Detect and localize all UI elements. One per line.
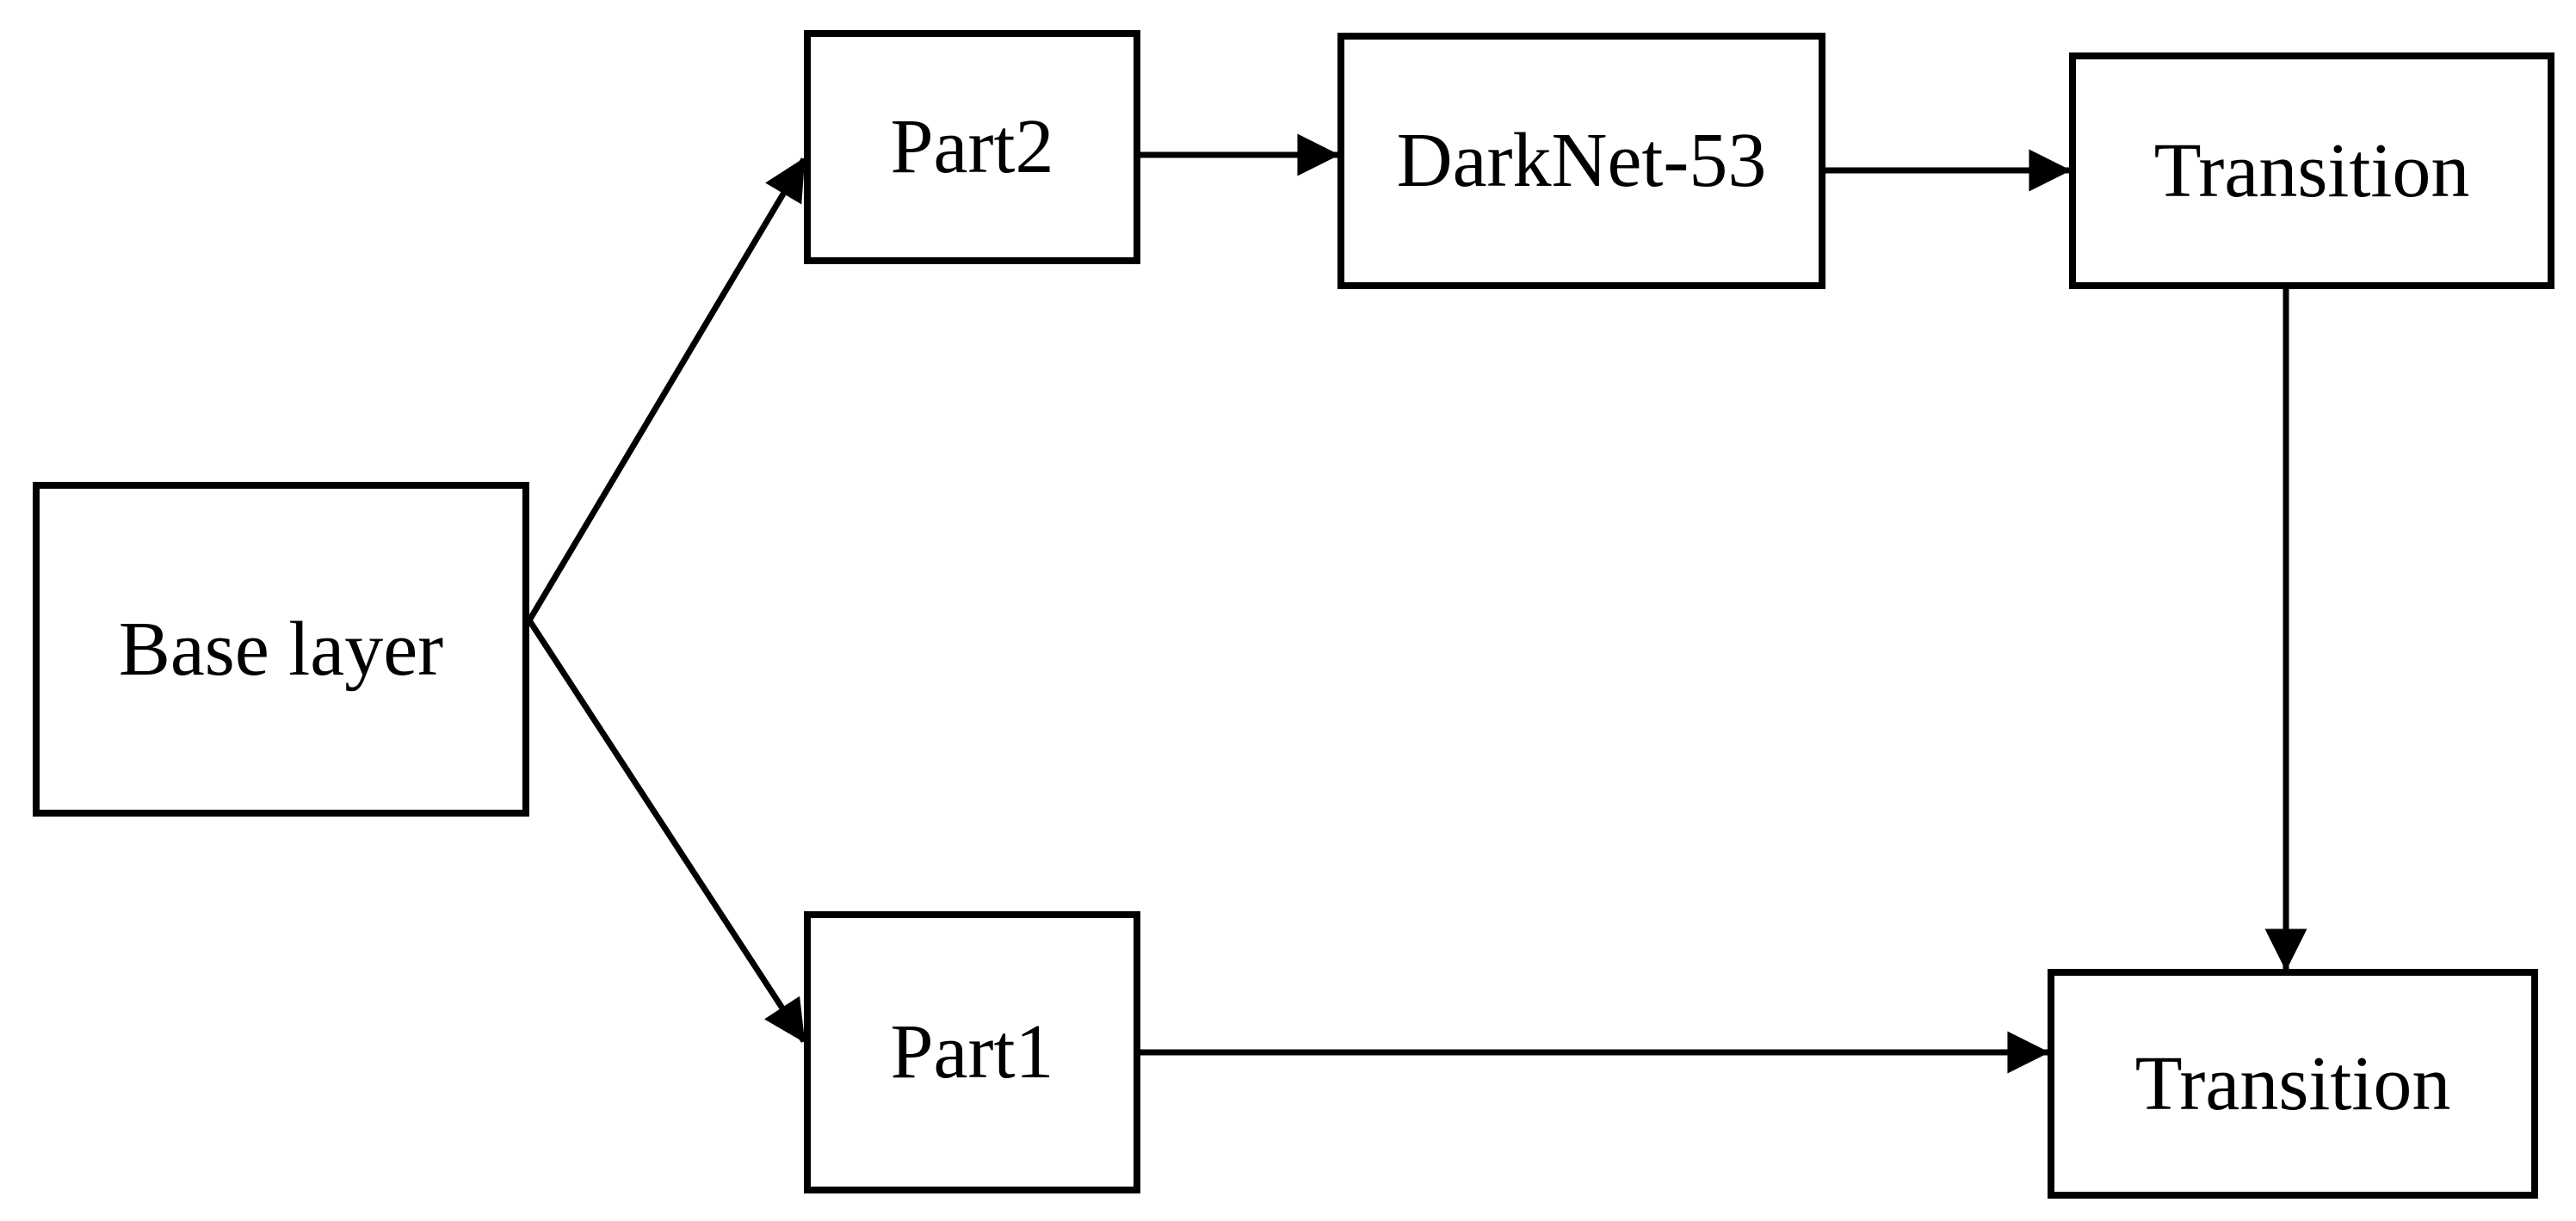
node-darknet-53-label: DarkNet-53	[1396, 118, 1767, 203]
node-base-layer: Base layer	[33, 482, 529, 817]
node-darknet-53: DarkNet-53	[1337, 33, 1825, 289]
node-part2-label: Part2	[890, 104, 1054, 189]
node-part2: Part2	[804, 30, 1140, 264]
edge-base-layer-to-part2	[526, 157, 807, 622]
node-transition-top-label: Transition	[2153, 127, 2470, 213]
edge-base-layer-to-part1	[527, 619, 806, 1044]
node-transition-top: Transition	[2069, 52, 2554, 289]
node-transition-bottom: Transition	[2048, 969, 2538, 1199]
node-part1-label: Part1	[890, 1009, 1054, 1095]
node-base-layer-label: Base layer	[118, 606, 444, 692]
node-part1: Part1	[804, 911, 1140, 1193]
node-transition-bottom-label: Transition	[2134, 1040, 2451, 1126]
